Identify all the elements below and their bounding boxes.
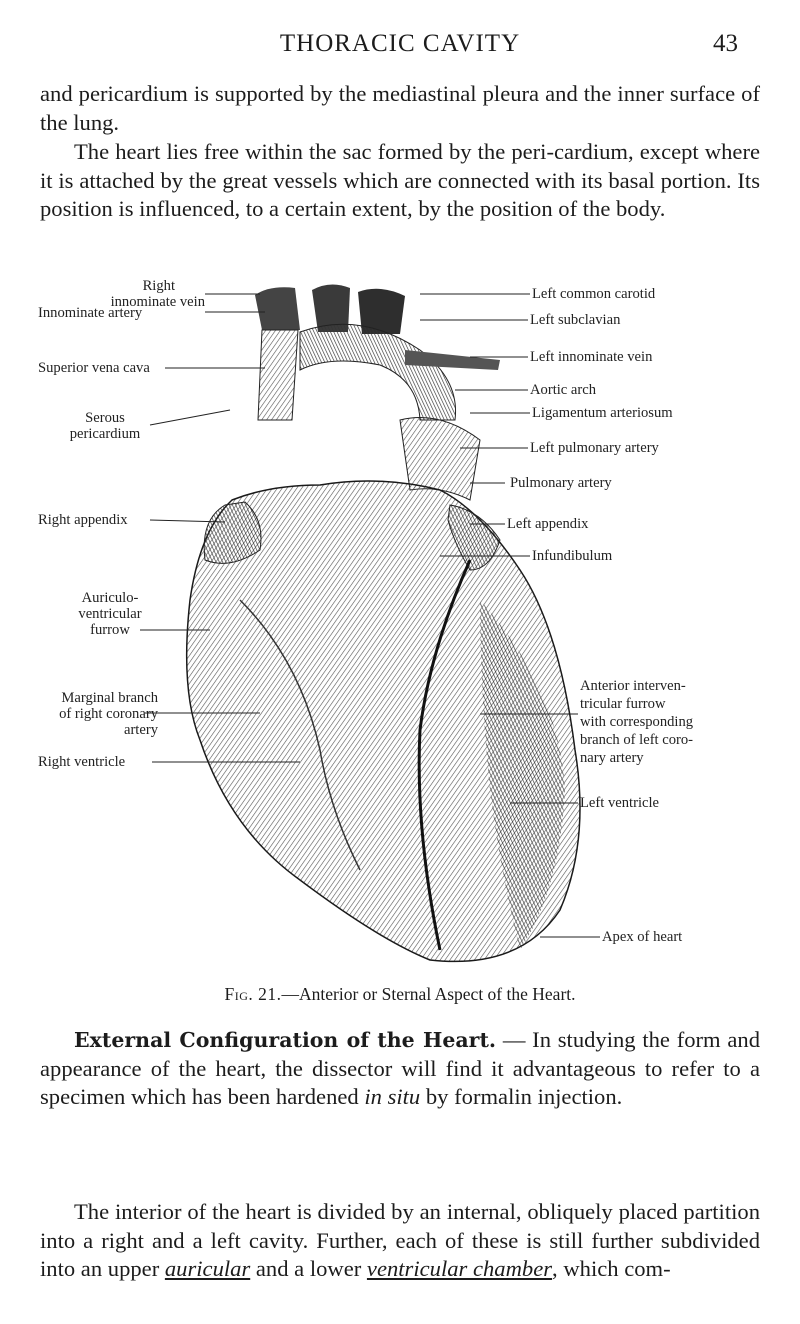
caption-text: —Anterior or Sternal Aspect of the Heart… — [281, 984, 576, 1004]
paragraph-heart-position: The heart lies free within the sac forme… — [40, 139, 760, 222]
label-left-ventricle: Left ventricle — [580, 795, 660, 811]
running-head: THORACIC CAVITY 43 — [0, 0, 800, 70]
label-left-appendix: Left appendix — [507, 516, 589, 532]
vessel-aortic-arch — [299, 323, 457, 421]
left-ventricle-shade — [480, 600, 565, 950]
label-marginal-branch: Marginal branch of right coronary artery — [59, 690, 158, 738]
label-auriculo-ventricular-furrow: Auriculo- ventricular furrow — [78, 590, 142, 638]
vessel-left-innominate — [405, 350, 500, 370]
anterior-furrow — [417, 559, 472, 951]
paragraph-external-configuration: External Configuration of the Heart. — I… — [40, 1027, 760, 1110]
label-right-appendix: Right appendix — [38, 512, 128, 528]
label-aortic-arch: Aortic arch — [530, 382, 597, 398]
label-right-innominate-vein: Right innominate vein — [110, 278, 205, 310]
page-number: 43 — [713, 30, 738, 57]
figure-caption: Fig. 21.—Anterior or Sternal Aspect of t… — [0, 984, 800, 1005]
label-anterior-interventricular-furrow: Anterior interven- tricular furrow with … — [580, 678, 694, 766]
label-apex-of-heart: Apex of heart — [602, 929, 683, 945]
label-infundibulum: Infundibulum — [532, 548, 613, 564]
right-appendix — [203, 501, 262, 564]
coronary-branch — [239, 599, 361, 871]
paragraph-interior-division: The interior of the heart is divided by … — [40, 1199, 760, 1282]
section-heading: External Configuration of the Heart. — [74, 1028, 497, 1052]
label-left-common-carotid: Left common carotid — [532, 286, 656, 302]
heart-body — [185, 480, 581, 963]
label-ligamentum-arteriosum: Ligamentum arteriosum — [532, 405, 673, 421]
label-right-ventricle: Right ventricle — [38, 754, 126, 770]
label-serous-pericardium: Serous pericardium — [69, 410, 141, 442]
heart-engraving — [140, 284, 600, 963]
vessel-innominate — [255, 287, 300, 330]
leader-lines-right — [420, 293, 600, 938]
left-appendix — [447, 504, 501, 571]
caption-figure-number: Fig. 21. — [224, 984, 282, 1004]
leader-lines-left — [140, 293, 300, 763]
paragraph-continuation: and pericardium is supported by the medi… — [40, 81, 760, 135]
figure-heart-illustration: Right innominate vein Innominate artery … — [0, 270, 800, 980]
vessel-carotid — [312, 284, 350, 332]
vessel-subclavian — [358, 288, 405, 334]
label-left-subclavian: Left subclavian — [530, 312, 621, 328]
label-superior-vena-cava: Superior vena cava — [38, 360, 150, 376]
label-pulmonary-artery: Pulmonary artery — [510, 475, 612, 491]
label-left-innominate-vein: Left innominate vein — [530, 349, 653, 365]
running-title: THORACIC CAVITY — [279, 30, 521, 57]
vessel-svc — [257, 329, 299, 421]
label-innominate-artery: Innominate artery — [38, 305, 143, 321]
label-left-pulmonary-artery: Left pulmonary artery — [530, 440, 659, 456]
